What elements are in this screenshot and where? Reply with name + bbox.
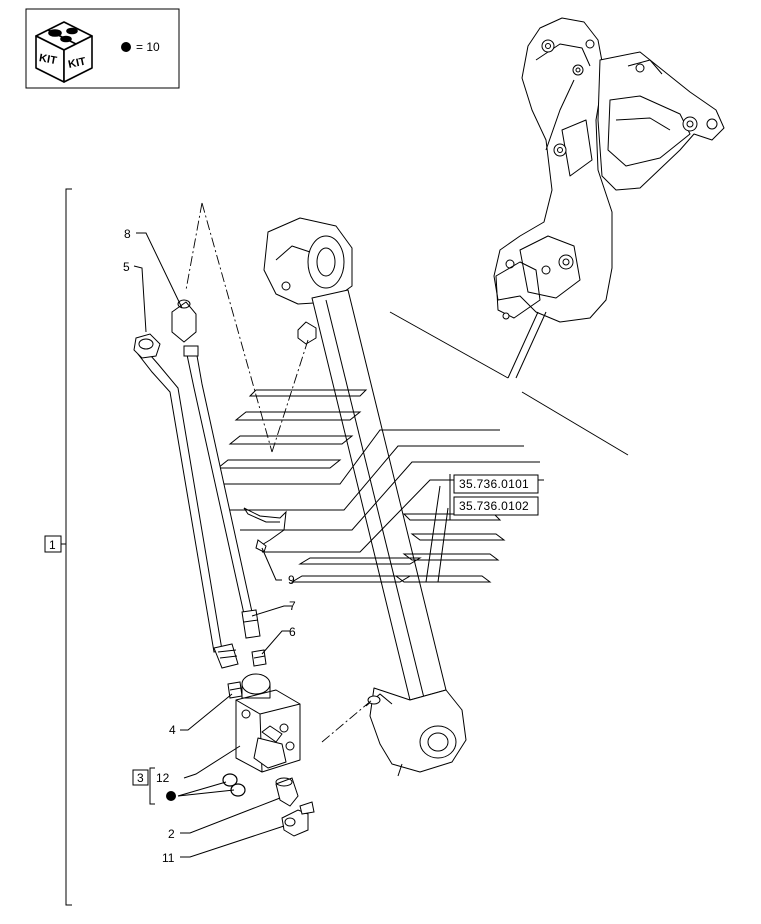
callout-11: 11 <box>162 851 175 865</box>
reference-boxes: 35.736.0101 35.736.0102 <box>425 474 539 583</box>
backhoe-boom <box>493 17 725 323</box>
hydraulic-cylinder <box>263 217 467 777</box>
callout-7: 7 <box>289 599 296 613</box>
kit-legend: KIT KIT = 10 <box>25 8 180 89</box>
callout-5: 5 <box>123 260 130 274</box>
assembly-bracket <box>61 188 72 906</box>
callout-1: 1 <box>49 538 56 552</box>
callout-3: 3 <box>137 771 144 785</box>
hydraulic-hose-7 <box>183 345 261 639</box>
callout-12: 12 <box>156 771 170 785</box>
boom-leader-lines <box>389 311 629 456</box>
callout-9: 9 <box>288 573 295 587</box>
elbow-fitting-2 <box>275 777 299 807</box>
valve-block <box>235 673 301 773</box>
elbow-fitting-11 <box>281 801 315 837</box>
reference-35-736-0101: 35.736.0101 <box>459 477 529 491</box>
reference-35-736-0102: 35.736.0102 <box>459 499 529 513</box>
kit-bullet-icon <box>121 42 131 52</box>
item-3-bracket <box>149 767 155 805</box>
callout-8: 8 <box>124 227 131 241</box>
callout-2: 2 <box>168 827 175 841</box>
hydraulic-hose-5 <box>133 333 239 669</box>
kit-quantity: = 10 <box>136 40 160 54</box>
fitting-8 <box>171 299 197 343</box>
kit-box-icon <box>35 21 93 83</box>
kit-bullet-icon <box>166 791 176 801</box>
callout-4: 4 <box>169 723 176 737</box>
callout-leaders <box>133 232 292 858</box>
kit-label-right: KIT <box>67 55 87 70</box>
callout-6: 6 <box>289 625 296 639</box>
o-rings <box>222 773 246 797</box>
plate-stack <box>216 389 544 583</box>
kit-label-left: KIT <box>38 52 58 67</box>
